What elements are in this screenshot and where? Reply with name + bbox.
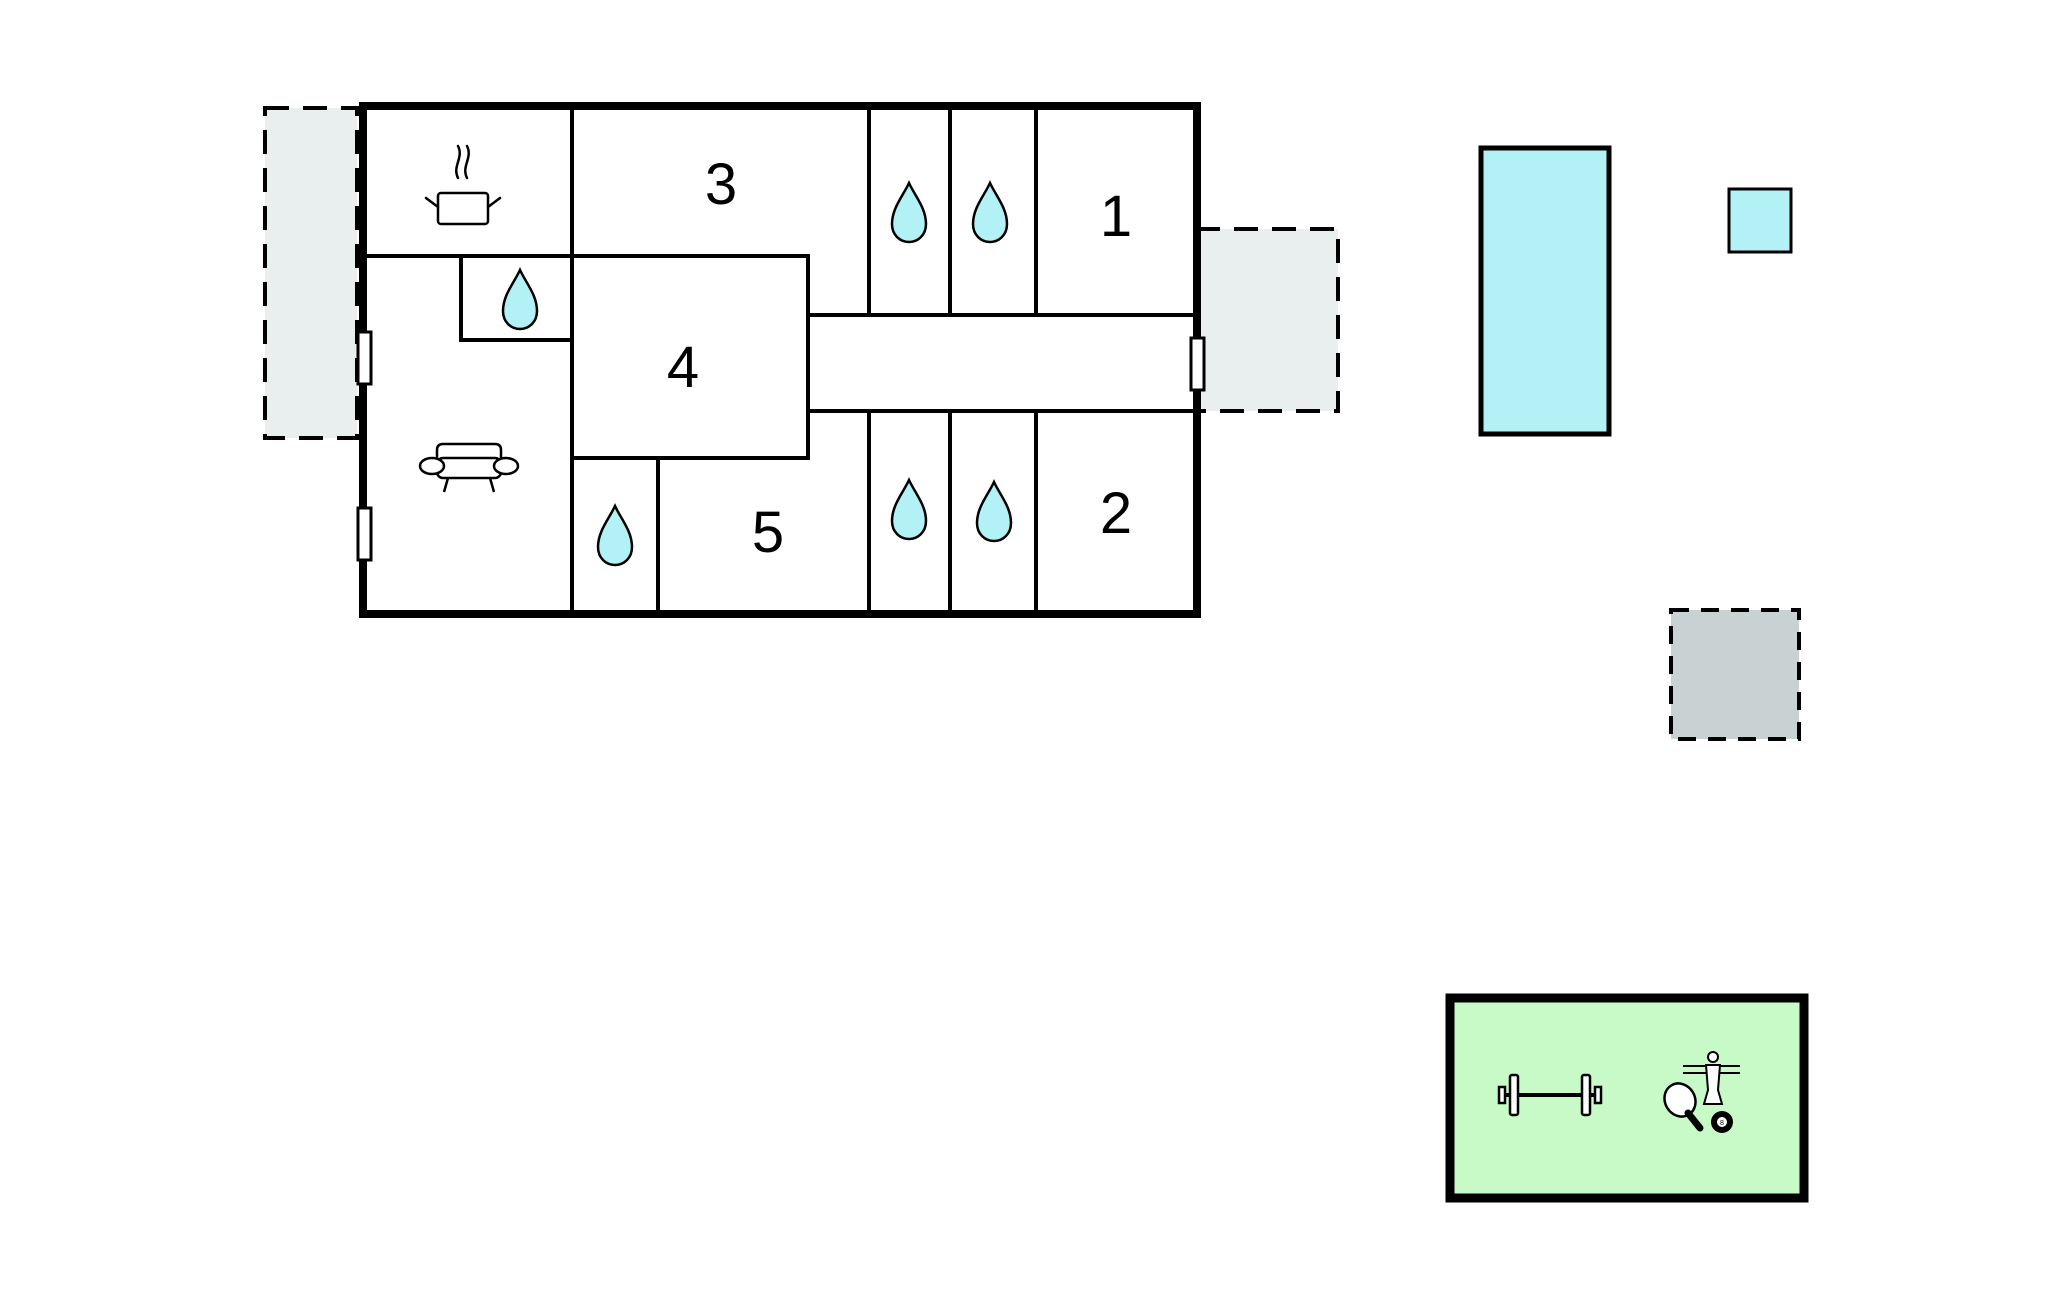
door-west-upper [356, 330, 373, 386]
room-number-5: 5 [752, 500, 784, 565]
water-drop-icon [890, 478, 928, 541]
terrace-west [263, 106, 359, 440]
table-tennis-icon [1663, 1082, 1704, 1132]
terrace-east [1194, 227, 1340, 413]
water-drop-icon [890, 181, 928, 244]
water-drop-icon [501, 268, 539, 331]
game-icons: 8 [1663, 1051, 1740, 1133]
sofa-icon [418, 442, 520, 493]
interior-walls [363, 106, 1197, 614]
water-drop-icon [971, 181, 1009, 244]
cooking-pot-icon [424, 144, 502, 226]
table-football-icon [1683, 1051, 1740, 1105]
dumbbell-icon [1497, 1073, 1603, 1117]
swimming-pool [1478, 145, 1612, 437]
water-drop-icon [596, 504, 634, 567]
door-east [1189, 336, 1206, 392]
billiard-ball-number: 8 [1720, 1120, 1724, 1127]
room-number-2: 2 [1100, 481, 1132, 546]
room-number-1: 1 [1100, 184, 1132, 249]
billiard-ball-icon: 8 [1711, 1111, 1733, 1133]
small-pool [1727, 187, 1793, 254]
parking-area [1669, 608, 1801, 741]
room-number-4: 4 [667, 335, 699, 400]
room-number-3: 3 [705, 152, 737, 217]
water-drop-icon [975, 480, 1013, 543]
door-west-lower [356, 506, 373, 562]
